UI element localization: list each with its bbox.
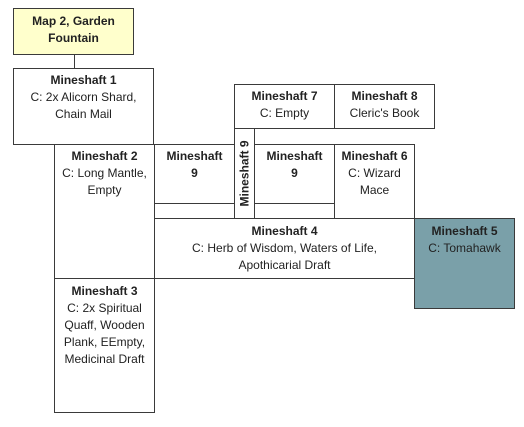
mineshaft-4-contents: C: Herb of Wisdom, Waters of Life, Apoth… <box>192 241 377 272</box>
mineshaft-1-title: Mineshaft 1 <box>50 73 117 87</box>
mineshaft-1-label: Mineshaft 1 C: 2x Alicorn Shard, Chain M… <box>20 72 147 123</box>
mineshaft-8-title: Mineshaft 8 <box>351 89 418 103</box>
mineshaft-6-box <box>334 144 415 219</box>
mineshaft-3-contents: C: 2x Spiritual Quaff, Wooden Plank, EEm… <box>63 301 146 366</box>
mineshaft-9-right-title: Mineshaft 9 <box>266 149 323 180</box>
mineshaft-3-box <box>54 278 155 413</box>
mineshaft-9-right-strip <box>254 203 335 219</box>
mineshaft-7-title: Mineshaft 7 <box>251 89 318 103</box>
mineshaft-3-label: Mineshaft 3 C: 2x Spiritual Quaff, Woode… <box>58 283 151 368</box>
mineshaft-8-contents: Cleric's Book <box>349 106 420 120</box>
mineshaft-7-box <box>234 84 335 129</box>
mineshaft-2-title: Mineshaft 2 <box>71 149 138 163</box>
garden-fountain-label: Map 2, Garden Fountain <box>14 13 133 47</box>
mineshaft-1-contents: C: 2x Alicorn Shard, Chain Mail <box>30 90 137 121</box>
mineshaft-6-label: Mineshaft 6 C: Wizard Mace <box>340 148 409 199</box>
mineshaft-9-left-label: Mineshaft 9 <box>162 148 227 182</box>
mineshaft-8-label: Mineshaft 8 Cleric's Book <box>336 88 433 122</box>
mineshaft-9-left-title: Mineshaft 9 <box>166 149 223 180</box>
mineshaft-3-title: Mineshaft 3 <box>71 284 138 298</box>
garden-fountain-box <box>13 8 134 55</box>
connector-line <box>74 55 75 68</box>
mineshaft-2-label: Mineshaft 2 C: Long Mantle, Empty <box>60 148 149 199</box>
mineshaft-6-title: Mineshaft 6 <box>341 149 408 163</box>
mineshaft-9-left-strip <box>154 203 235 219</box>
mineshaft-4-label: Mineshaft 4 C: Herb of Wisdom, Waters of… <box>170 223 399 274</box>
garden-fountain-title: Map 2, Garden Fountain <box>32 14 115 45</box>
mineshaft-9-right-box <box>254 144 335 204</box>
mineshaft-7-label: Mineshaft 7 C: Empty <box>236 88 333 122</box>
mineshaft-5-label: Mineshaft 5 C: Tomahawk <box>416 223 513 257</box>
mineshaft-4-title: Mineshaft 4 <box>251 224 318 238</box>
mineshaft-5-title: Mineshaft 5 <box>431 224 498 238</box>
mineshaft-4-box <box>154 218 415 279</box>
mineshaft-1-box <box>13 68 154 145</box>
mineshaft-8-box <box>334 84 435 129</box>
mineshaft-9-vertical-label: Mineshaft 9 <box>237 140 252 207</box>
mineshaft-5-box <box>414 218 515 309</box>
mineshaft-5-contents: C: Tomahawk <box>428 241 501 255</box>
mineshaft-9-left-box <box>154 144 235 204</box>
mineshaft-7-contents: C: Empty <box>259 106 310 120</box>
mineshaft-2-contents: C: Long Mantle, Empty <box>62 166 147 197</box>
mineshaft-9-right-label: Mineshaft 9 <box>262 148 327 182</box>
mineshaft-6-contents: C: Wizard Mace <box>348 166 401 197</box>
